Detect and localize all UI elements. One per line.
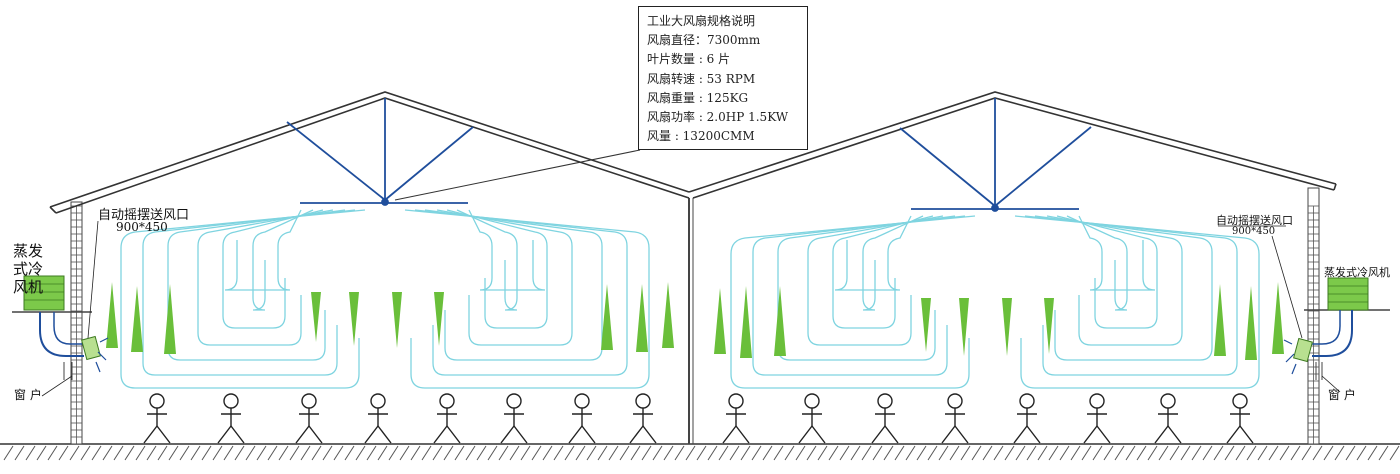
- air-jet: [714, 288, 726, 354]
- air-jet: [740, 286, 752, 358]
- ceiling-fan-left: [286, 98, 474, 206]
- spec-diameter: 风扇直径：7300mm: [647, 33, 761, 48]
- worker-figure: [629, 393, 657, 444]
- fan-spec-box: 工业大风扇规格说明 风扇直径：7300mm 叶片数量 : 6 片 风扇转速 : …: [638, 6, 808, 150]
- worker-figure: [433, 393, 461, 444]
- worker-figure: [722, 393, 750, 444]
- airflow-loops: [120, 209, 1260, 389]
- air-jet: [1002, 298, 1012, 356]
- worker-figure: [1154, 393, 1182, 444]
- air-jet: [1245, 286, 1257, 360]
- worker-figure: [364, 393, 392, 444]
- spec-power: 风扇功率 : 2.0HP 1.5KW: [647, 110, 789, 125]
- worker-figure: [941, 393, 969, 444]
- air-jet: [662, 282, 674, 348]
- ground: [0, 443, 1400, 461]
- worker-figure: [1013, 393, 1041, 444]
- workers: [143, 393, 1254, 444]
- left-outlet-label: 自动摇摆送风口: [98, 208, 190, 223]
- air-jet: [349, 292, 359, 346]
- worker-figure: [798, 393, 826, 444]
- air-jet: [164, 284, 176, 354]
- air-jet: [601, 284, 613, 350]
- walls: [70, 187, 1320, 445]
- left-evaporative-cooler: [12, 220, 109, 397]
- air-jet: [1214, 284, 1226, 356]
- right-cooler-label: 蒸发式冷风机: [1324, 266, 1390, 279]
- air-jet: [1044, 298, 1054, 354]
- air-jets: [106, 282, 1284, 360]
- spec-airflow: 风量 : 13200CMM: [647, 129, 755, 144]
- ceiling-fan-right: [899, 98, 1092, 212]
- left-window-label: 窗 户: [14, 388, 42, 402]
- air-jet: [131, 286, 143, 352]
- air-jet: [434, 292, 444, 346]
- worker-figure: [1083, 393, 1111, 444]
- worker-figure: [1226, 393, 1254, 444]
- spec-title: 工业大风扇规格说明: [647, 14, 756, 28]
- worker-figure: [500, 393, 528, 444]
- left-cooler-label: 蒸发式冷风机: [12, 242, 43, 296]
- air-jet: [921, 298, 931, 352]
- left-outlet-size-label: 900*450: [116, 220, 168, 234]
- air-jet: [392, 292, 402, 348]
- spec-weight: 风扇重量 : 125KG: [647, 90, 749, 105]
- worker-figure: [871, 393, 899, 444]
- right-window-label: 窗 户: [1328, 388, 1356, 402]
- worker-figure: [295, 393, 323, 444]
- air-jet: [1272, 282, 1284, 354]
- air-jet: [636, 284, 648, 352]
- worker-figure: [568, 393, 596, 444]
- worker-figure: [217, 393, 245, 444]
- air-jet: [774, 286, 786, 356]
- spec-speed: 风扇转速 : 53 RPM: [647, 71, 756, 86]
- right-outlet-size-label: 900*450: [1232, 226, 1276, 237]
- right-outlet-label: 自动摇摆送风口: [1216, 214, 1293, 227]
- spec-leader-line: [394, 149, 641, 201]
- spec-blades: 叶片数量 : 6 片: [647, 52, 731, 67]
- right-evaporative-cooler: [1218, 225, 1390, 393]
- air-jet: [311, 292, 321, 342]
- air-jet: [106, 282, 118, 348]
- worker-figure: [143, 393, 171, 444]
- air-jet: [959, 298, 969, 356]
